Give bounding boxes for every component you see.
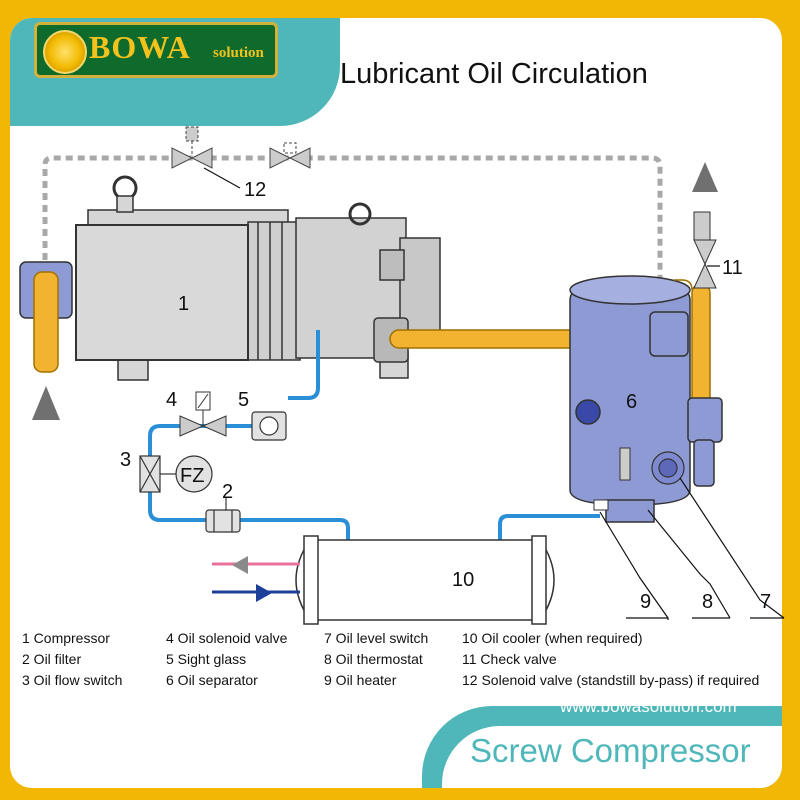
oil-main-line (148, 424, 350, 546)
oil-cooler (295, 535, 555, 625)
compressor-body (75, 175, 441, 381)
oil-heater (593, 499, 609, 511)
solenoid-valve-12a (171, 126, 213, 169)
oil-flow-switch (139, 455, 213, 493)
label-2: 2 (222, 481, 233, 503)
label-10: 10 (452, 569, 474, 591)
legend-item: 5 Sight glass (166, 651, 247, 667)
label-5: 5 (238, 389, 249, 411)
oil-level-switch (651, 451, 685, 485)
bypass-dashed-line (42, 155, 663, 320)
legend-column-1: 1 Compressor 2 Oil filter 3 Oil flow swi… (22, 628, 122, 691)
legend-item: 7 Oil level switch (324, 630, 429, 646)
legend: 1 Compressor 2 Oil filter 3 Oil flow swi… (22, 628, 792, 700)
callout-line-7 (679, 477, 785, 619)
oil-separator (569, 275, 691, 523)
solenoid-valve-12b (269, 142, 311, 169)
logo-badge-icon (43, 30, 87, 74)
legend-item: 12 Solenoid valve (standstill by-pass) i… (462, 672, 760, 688)
label-9: 9 (640, 591, 651, 613)
oil-cooler-to-separator-line (498, 514, 600, 546)
label-11: 11 (722, 257, 743, 279)
legend-column-3: 7 Oil level switch 8 Oil thermostat 9 Oi… (324, 628, 428, 691)
legend-item: 2 Oil filter (22, 651, 82, 667)
callout-line-12 (203, 167, 241, 189)
oil-return-line (288, 330, 320, 400)
label-4: 4 (166, 389, 177, 411)
bowa-logo: BOWA solution (34, 22, 278, 78)
diagram-title: Lubricant Oil Circulation (340, 58, 648, 90)
flow-switch-fz-label: FZ (180, 465, 204, 487)
legend-item: 1 Compressor (22, 630, 110, 646)
oil-thermostat (619, 447, 631, 481)
right-fitting (687, 397, 723, 443)
legend-item: 10 Oil cooler (when required) (462, 630, 643, 646)
label-8: 8 (702, 591, 713, 613)
sight-glass (251, 411, 287, 441)
suction-pipe (33, 271, 59, 373)
label-6: 6 (626, 391, 637, 413)
check-valve (693, 211, 717, 289)
product-title: Screw Compressor (470, 732, 751, 769)
legend-item: 6 Oil separator (166, 672, 258, 688)
suction-arrow-icon (32, 386, 60, 420)
legend-item: 11 Check valve (462, 651, 557, 667)
website-link[interactable]: www.bowasolution.com (560, 697, 737, 716)
water-inlet-arrow-icon (232, 556, 248, 574)
right-pipe-elbow (674, 279, 693, 291)
legend-column-2: 4 Oil solenoid valve 5 Sight glass 6 Oil… (166, 628, 287, 691)
oil-solenoid-valve (179, 391, 227, 437)
logo-sub-text: solution (213, 45, 264, 61)
legend-item: 4 Oil solenoid valve (166, 630, 288, 646)
discharge-arrow-icon (692, 162, 718, 192)
label-7: 7 (760, 591, 771, 613)
legend-column-4: 10 Oil cooler (when required) 11 Check v… (462, 628, 759, 691)
right-fitting-lower (693, 439, 715, 487)
callout-line-8 (647, 509, 731, 619)
water-outlet-arrow-icon (256, 584, 272, 602)
legend-item: 3 Oil flow switch (22, 672, 123, 688)
footer-tab-inner (442, 726, 782, 788)
label-12: 12 (244, 179, 266, 201)
logo-main-text: BOWA (89, 29, 191, 65)
label-3: 3 (120, 449, 131, 471)
legend-item: 8 Oil thermostat (324, 651, 423, 667)
legend-item: 9 Oil heater (324, 672, 397, 688)
callout-line-9 (599, 511, 669, 620)
oil-filter (205, 509, 241, 533)
label-1: 1 (178, 293, 189, 315)
